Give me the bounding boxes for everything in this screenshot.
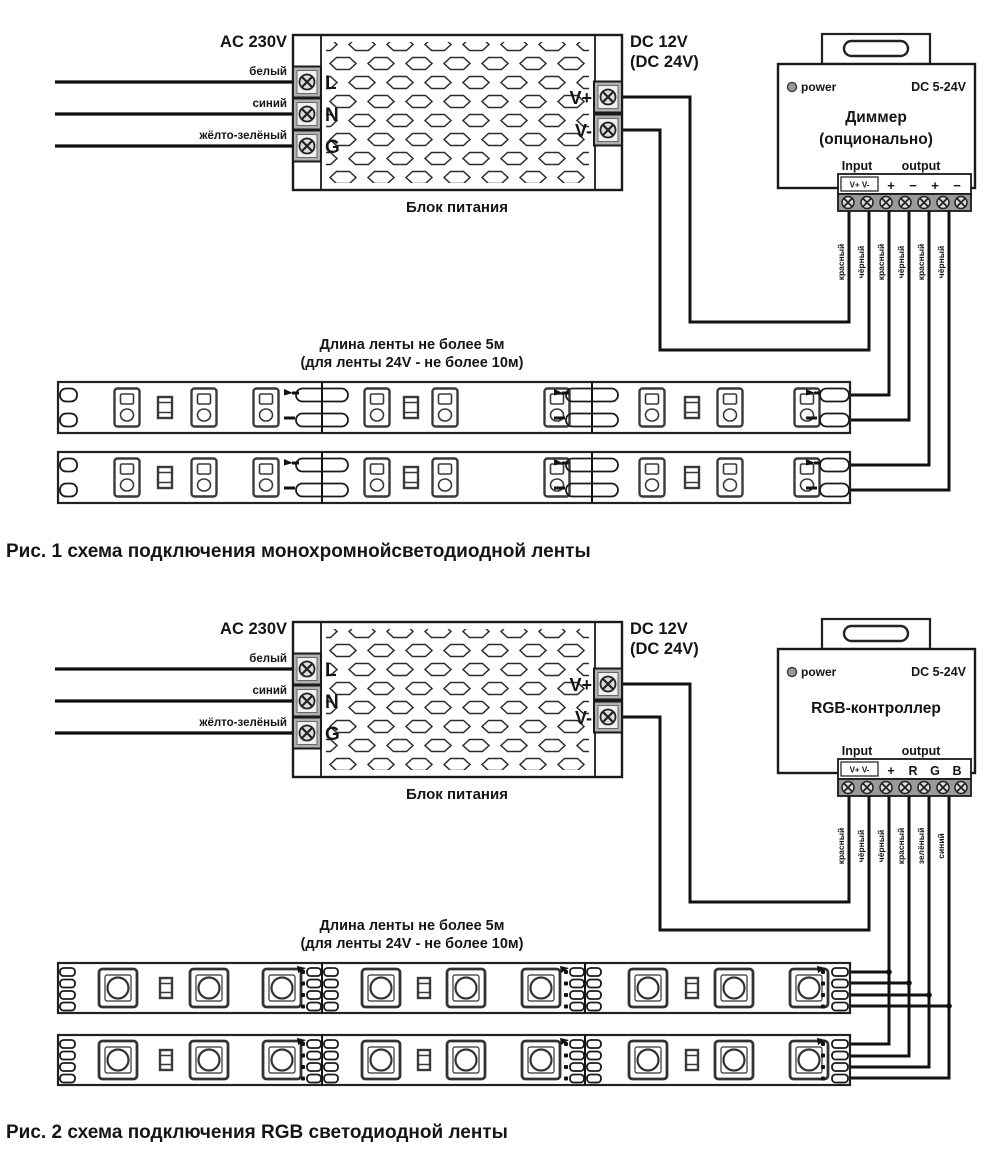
terminal-n-label: N [325, 692, 339, 713]
figure2-caption: Рис. 2 схема подключения RGB светодиодно… [6, 1122, 508, 1143]
fig2-wires [55, 667, 952, 1080]
figure-2: AC 230V белый синий жёлто-зелёный L N G … [6, 619, 975, 1143]
fig1-wires [55, 80, 951, 492]
ctrl-wire-color: чёрный [876, 830, 886, 862]
terminal-vplus-label: V+ [569, 675, 592, 695]
ctrl-wire-color: зелёный [916, 828, 926, 865]
terminal-vplus-label: V+ [569, 88, 592, 108]
strip-note-line2: (для ленты 24V - не более 10м) [301, 355, 524, 371]
controller-name-line2: (опционально) [819, 131, 933, 148]
input-terminal-marks: V+ V- [850, 181, 870, 190]
dc-voltage-line2: (DC 24V) [630, 640, 699, 658]
output-terminal-mark: + [931, 178, 939, 193]
strip-note-line1: Длина ленты не более 5м [320, 918, 505, 934]
ac-voltage-label: AC 230V [220, 33, 287, 51]
figure-1: AC 230V белый синий жёлто-зелёный L N G … [6, 33, 975, 562]
input-label: Input [842, 159, 873, 173]
output-terminal-mark: + [887, 764, 894, 778]
output-label: output [902, 744, 942, 758]
figure1-caption: Рис. 1 схема подключения монохромнойсвет… [6, 541, 591, 562]
output-terminal-mark: R [908, 764, 917, 778]
ctrl-wire-color: чёрный [856, 246, 866, 278]
dc-voltage-line1: DC 12V [630, 620, 688, 638]
output-label: output [902, 159, 942, 173]
power-label: power [801, 665, 837, 679]
controller-voltage-range: DC 5-24V [911, 665, 967, 679]
ctrl-wire-color: синий [936, 833, 946, 859]
ac-voltage-label: AC 230V [220, 620, 287, 638]
wire-label-white: белый [249, 66, 287, 78]
controller-name-line1: RGB-контроллер [811, 700, 941, 717]
dc-voltage-line2: (DC 24V) [630, 53, 699, 71]
ctrl-wire-color: красный [876, 244, 886, 281]
wire-label-white: белый [249, 653, 287, 665]
output-terminal-mark: + [887, 178, 895, 193]
output-terminal-mark: − [953, 178, 961, 193]
ctrl-wire-color: чёрный [936, 246, 946, 278]
output-terminal-mark: − [909, 178, 917, 193]
ctrl-wire-color: чёрный [856, 830, 866, 862]
terminal-l-label: L [325, 73, 337, 94]
power-label: power [801, 80, 837, 94]
ctrl-wire-color: красный [836, 828, 846, 865]
strip-note-line1: Длина ленты не более 5м [320, 337, 505, 353]
psu-caption: Блок питания [406, 786, 508, 803]
wire-label-yellow-green: жёлто-зелёный [198, 130, 287, 142]
controller-name-line1: Диммер [845, 109, 907, 126]
wire-label-blue: синий [252, 98, 287, 110]
ctrl-wire-color: красный [916, 244, 926, 281]
controller-voltage-range: DC 5-24V [911, 80, 967, 94]
output-terminal-mark: B [952, 764, 961, 778]
fig1-power-supply [293, 35, 622, 190]
terminal-l-label: L [325, 660, 337, 681]
ctrl-wire-color: красный [896, 828, 906, 865]
fig2-power-supply [293, 622, 622, 777]
wire-label-blue: синий [252, 685, 287, 697]
output-terminal-mark: G [930, 764, 940, 778]
terminal-vminus-label: V- [575, 708, 592, 728]
terminal-g-label: G [325, 137, 340, 158]
terminal-n-label: N [325, 105, 339, 126]
input-terminal-marks: V+ V- [850, 766, 870, 775]
terminal-g-label: G [325, 724, 340, 745]
ctrl-wire-color: красный [836, 244, 846, 281]
strip-note-line2: (для ленты 24V - не более 10м) [301, 936, 524, 952]
terminal-vminus-label: V- [575, 121, 592, 141]
ctrl-wire-color: чёрный [896, 246, 906, 278]
dc-voltage-line1: DC 12V [630, 33, 688, 51]
psu-caption: Блок питания [406, 199, 508, 216]
wire-label-yellow-green: жёлто-зелёный [198, 717, 287, 729]
input-label: Input [842, 744, 873, 758]
